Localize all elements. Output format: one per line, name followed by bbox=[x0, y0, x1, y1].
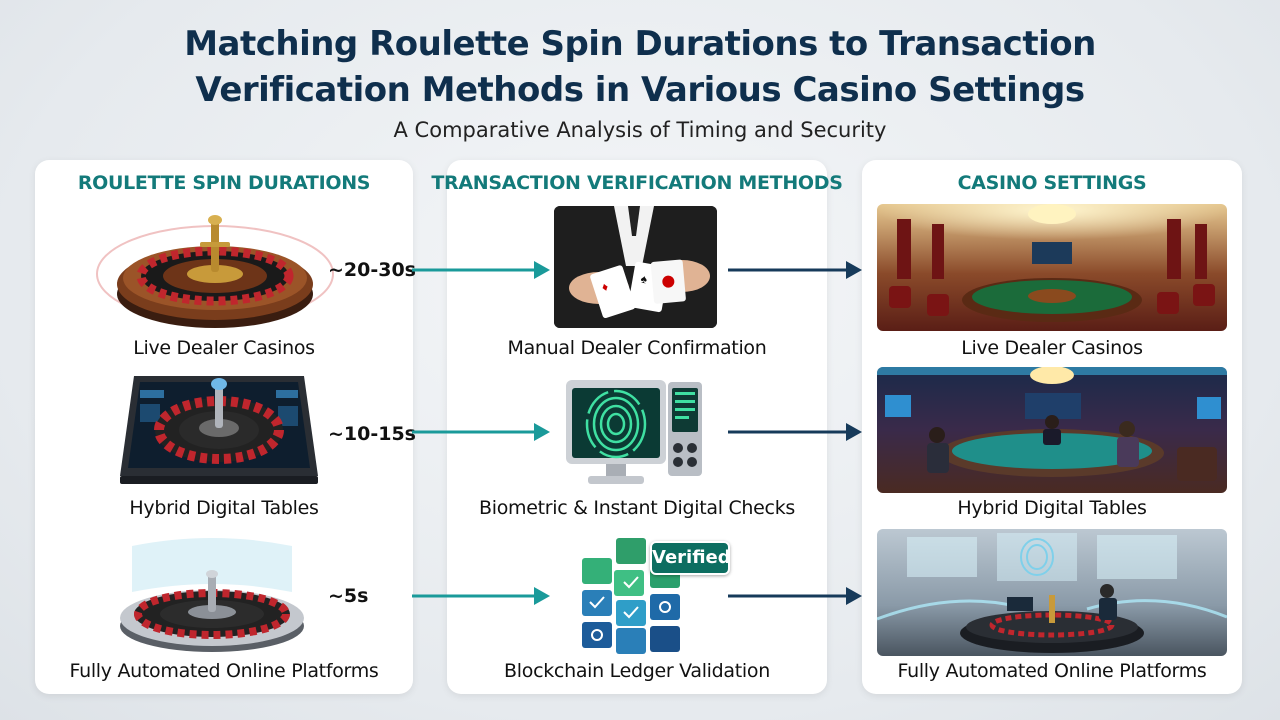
blockchain-cubes-icon bbox=[582, 538, 680, 654]
page-title-line1: Matching Roulette Spin Durations to Tran… bbox=[184, 24, 1096, 64]
svg-text:♦: ♦ bbox=[600, 279, 610, 294]
teal-arrow-row3 bbox=[412, 587, 550, 605]
teal-arrow-row2 bbox=[412, 423, 550, 441]
automated-roulette-wheel-icon bbox=[120, 538, 304, 652]
method-label-row2: Biometric & Instant Digital Checks bbox=[479, 497, 795, 519]
teal-arrow-row1 bbox=[412, 261, 550, 279]
spin-label-row1: Live Dealer Casinos bbox=[133, 337, 315, 359]
method-label-row1: Manual Dealer Confirmation bbox=[507, 337, 767, 359]
spin-label-row3: Fully Automated Online Platforms bbox=[69, 660, 379, 682]
page-title-line2: Verification Methods in Various Casino S… bbox=[195, 70, 1085, 110]
svg-text:♠: ♠ bbox=[640, 272, 649, 287]
duration-label-row3: ~5s bbox=[328, 585, 369, 607]
navy-arrow-row2 bbox=[728, 423, 862, 441]
manual-dealer-confirmation-image: ♦ ♠ bbox=[554, 206, 717, 328]
setting-label-row2: Hybrid Digital Tables bbox=[957, 497, 1147, 519]
navy-arrow-row3 bbox=[728, 587, 862, 605]
fully-automated-platform-image bbox=[877, 529, 1227, 656]
live-dealer-casino-image bbox=[877, 204, 1227, 331]
page-subtitle: A Comparative Analysis of Timing and Sec… bbox=[393, 118, 887, 142]
duration-label-row1: ~20-30s bbox=[328, 259, 416, 281]
spin-label-row2: Hybrid Digital Tables bbox=[129, 497, 319, 519]
column-heading-verification: TRANSACTION VERIFICATION METHODS bbox=[431, 172, 843, 194]
hybrid-digital-tables-image bbox=[877, 367, 1227, 493]
classic-roulette-wheel-icon bbox=[96, 215, 334, 328]
duration-label-row2: ~10-15s bbox=[328, 423, 416, 445]
fingerprint-monitor-icon bbox=[566, 380, 702, 484]
cards-hands-icon: ♦ ♠ bbox=[554, 206, 717, 328]
verified-badge: Verified bbox=[650, 541, 731, 575]
column-heading-spin: ROULETTE SPIN DURATIONS bbox=[77, 172, 371, 194]
setting-label-row3: Fully Automated Online Platforms bbox=[897, 660, 1207, 682]
setting-label-row1: Live Dealer Casinos bbox=[961, 337, 1143, 359]
method-label-row3: Blockchain Ledger Validation bbox=[504, 660, 770, 682]
digital-roulette-tablet-icon bbox=[120, 376, 318, 484]
navy-arrow-row1 bbox=[728, 261, 862, 279]
column-heading-settings: CASINO SETTINGS bbox=[957, 172, 1147, 194]
